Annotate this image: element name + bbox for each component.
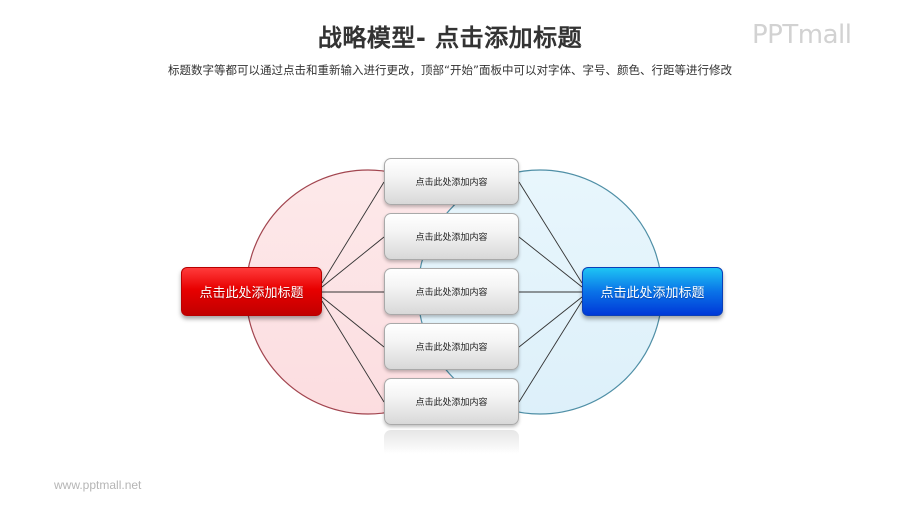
- content-box-5[interactable]: 点击此处添加内容: [384, 378, 519, 425]
- right-heading-box[interactable]: 点击此处添加标题: [582, 267, 723, 316]
- page-subtitle: 标题数字等都可以通过点击和重新输入进行更改，顶部“开始”面板中可以对字体、字号、…: [168, 63, 732, 77]
- content-box-label: 点击此处添加内容: [415, 398, 488, 408]
- right-heading-label: 点击此处添加标题: [600, 286, 705, 301]
- content-box-2[interactable]: 点击此处添加内容: [384, 213, 519, 260]
- box-reflection: [384, 430, 519, 454]
- content-box-label: 点击此处添加内容: [415, 343, 488, 353]
- connector-lines: [321, 181, 583, 403]
- content-box-label: 点击此处添加内容: [415, 178, 488, 188]
- brand-logo: PPTmall: [752, 20, 852, 50]
- left-heading-label: 点击此处添加标题: [199, 286, 304, 301]
- page-title: 战略模型- 点击添加标题: [317, 24, 583, 52]
- content-box-4[interactable]: 点击此处添加内容: [384, 323, 519, 370]
- content-box-3[interactable]: 点击此处添加内容: [384, 268, 519, 315]
- content-box-1[interactable]: 点击此处添加内容: [384, 158, 519, 205]
- content-box-label: 点击此处添加内容: [415, 233, 488, 243]
- left-heading-box[interactable]: 点击此处添加标题: [181, 267, 322, 316]
- content-box-label: 点击此处添加内容: [415, 288, 488, 298]
- footer-url: www.pptmall.net: [54, 478, 142, 492]
